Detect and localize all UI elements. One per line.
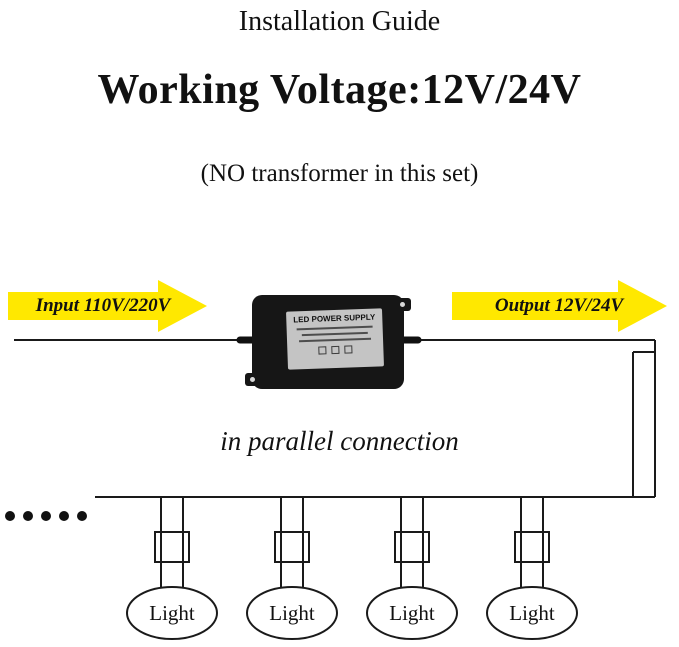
output-voltage-label: Output 12V/24V [494,295,624,316]
mounting-ear-bottom-left [245,373,261,386]
cert-mark-icon [331,345,340,355]
light-label: Light [509,601,555,625]
screw-hole-icon [250,377,255,382]
parallel-connection-label: in parallel connection [220,426,459,456]
light-branch: Light [366,497,458,640]
branch-wires [280,497,304,592]
light-label: Light [269,601,315,625]
light-bulb-oval [366,586,458,640]
dot [23,511,33,521]
light-label: Light [149,601,195,625]
fine-print-line [296,325,374,331]
input-arrow [8,280,207,332]
light-bulb-oval [246,586,338,640]
power-supply-label-panel: LED POWER SUPPLY [286,308,384,370]
light-label: Light [389,601,435,625]
branch-wires [400,497,424,592]
dot [41,511,51,521]
light-branch: Light [126,497,218,640]
connector-box [394,531,430,563]
led-power-supply-box: LED POWER SUPPLY [245,295,411,389]
light-bulb-oval [126,586,218,640]
power-supply-title: LED POWER SUPPLY [293,312,376,325]
page-title: Installation Guide [238,6,441,37]
output-arrow [452,280,667,332]
connector-box [274,531,310,563]
light-bulb-oval [486,586,578,640]
branch-wires [160,497,184,592]
input-voltage-label: Input 110V/220V [35,295,171,316]
mounting-ear-top-right [395,298,411,311]
connector-box [514,531,550,563]
right-drop-wire-inner [632,351,655,497]
cert-mark-icon [318,346,327,355]
working-voltage-heading: Working Voltage:12V/24V [97,67,582,113]
cert-mark-icon [344,345,353,354]
branch-wires [520,497,544,592]
certification-marks [287,344,383,355]
light-branch: Light [486,497,578,640]
transformer-note: (NO transformer in this set) [200,160,479,187]
light-branch: Light [246,497,338,640]
screw-hole-icon [400,302,405,307]
fine-print-line [302,331,368,337]
dot [59,511,69,521]
dot [77,511,87,521]
connector-box [154,531,190,563]
dot [5,511,15,521]
continuation-dots [5,511,87,521]
fine-print-line [299,337,371,343]
